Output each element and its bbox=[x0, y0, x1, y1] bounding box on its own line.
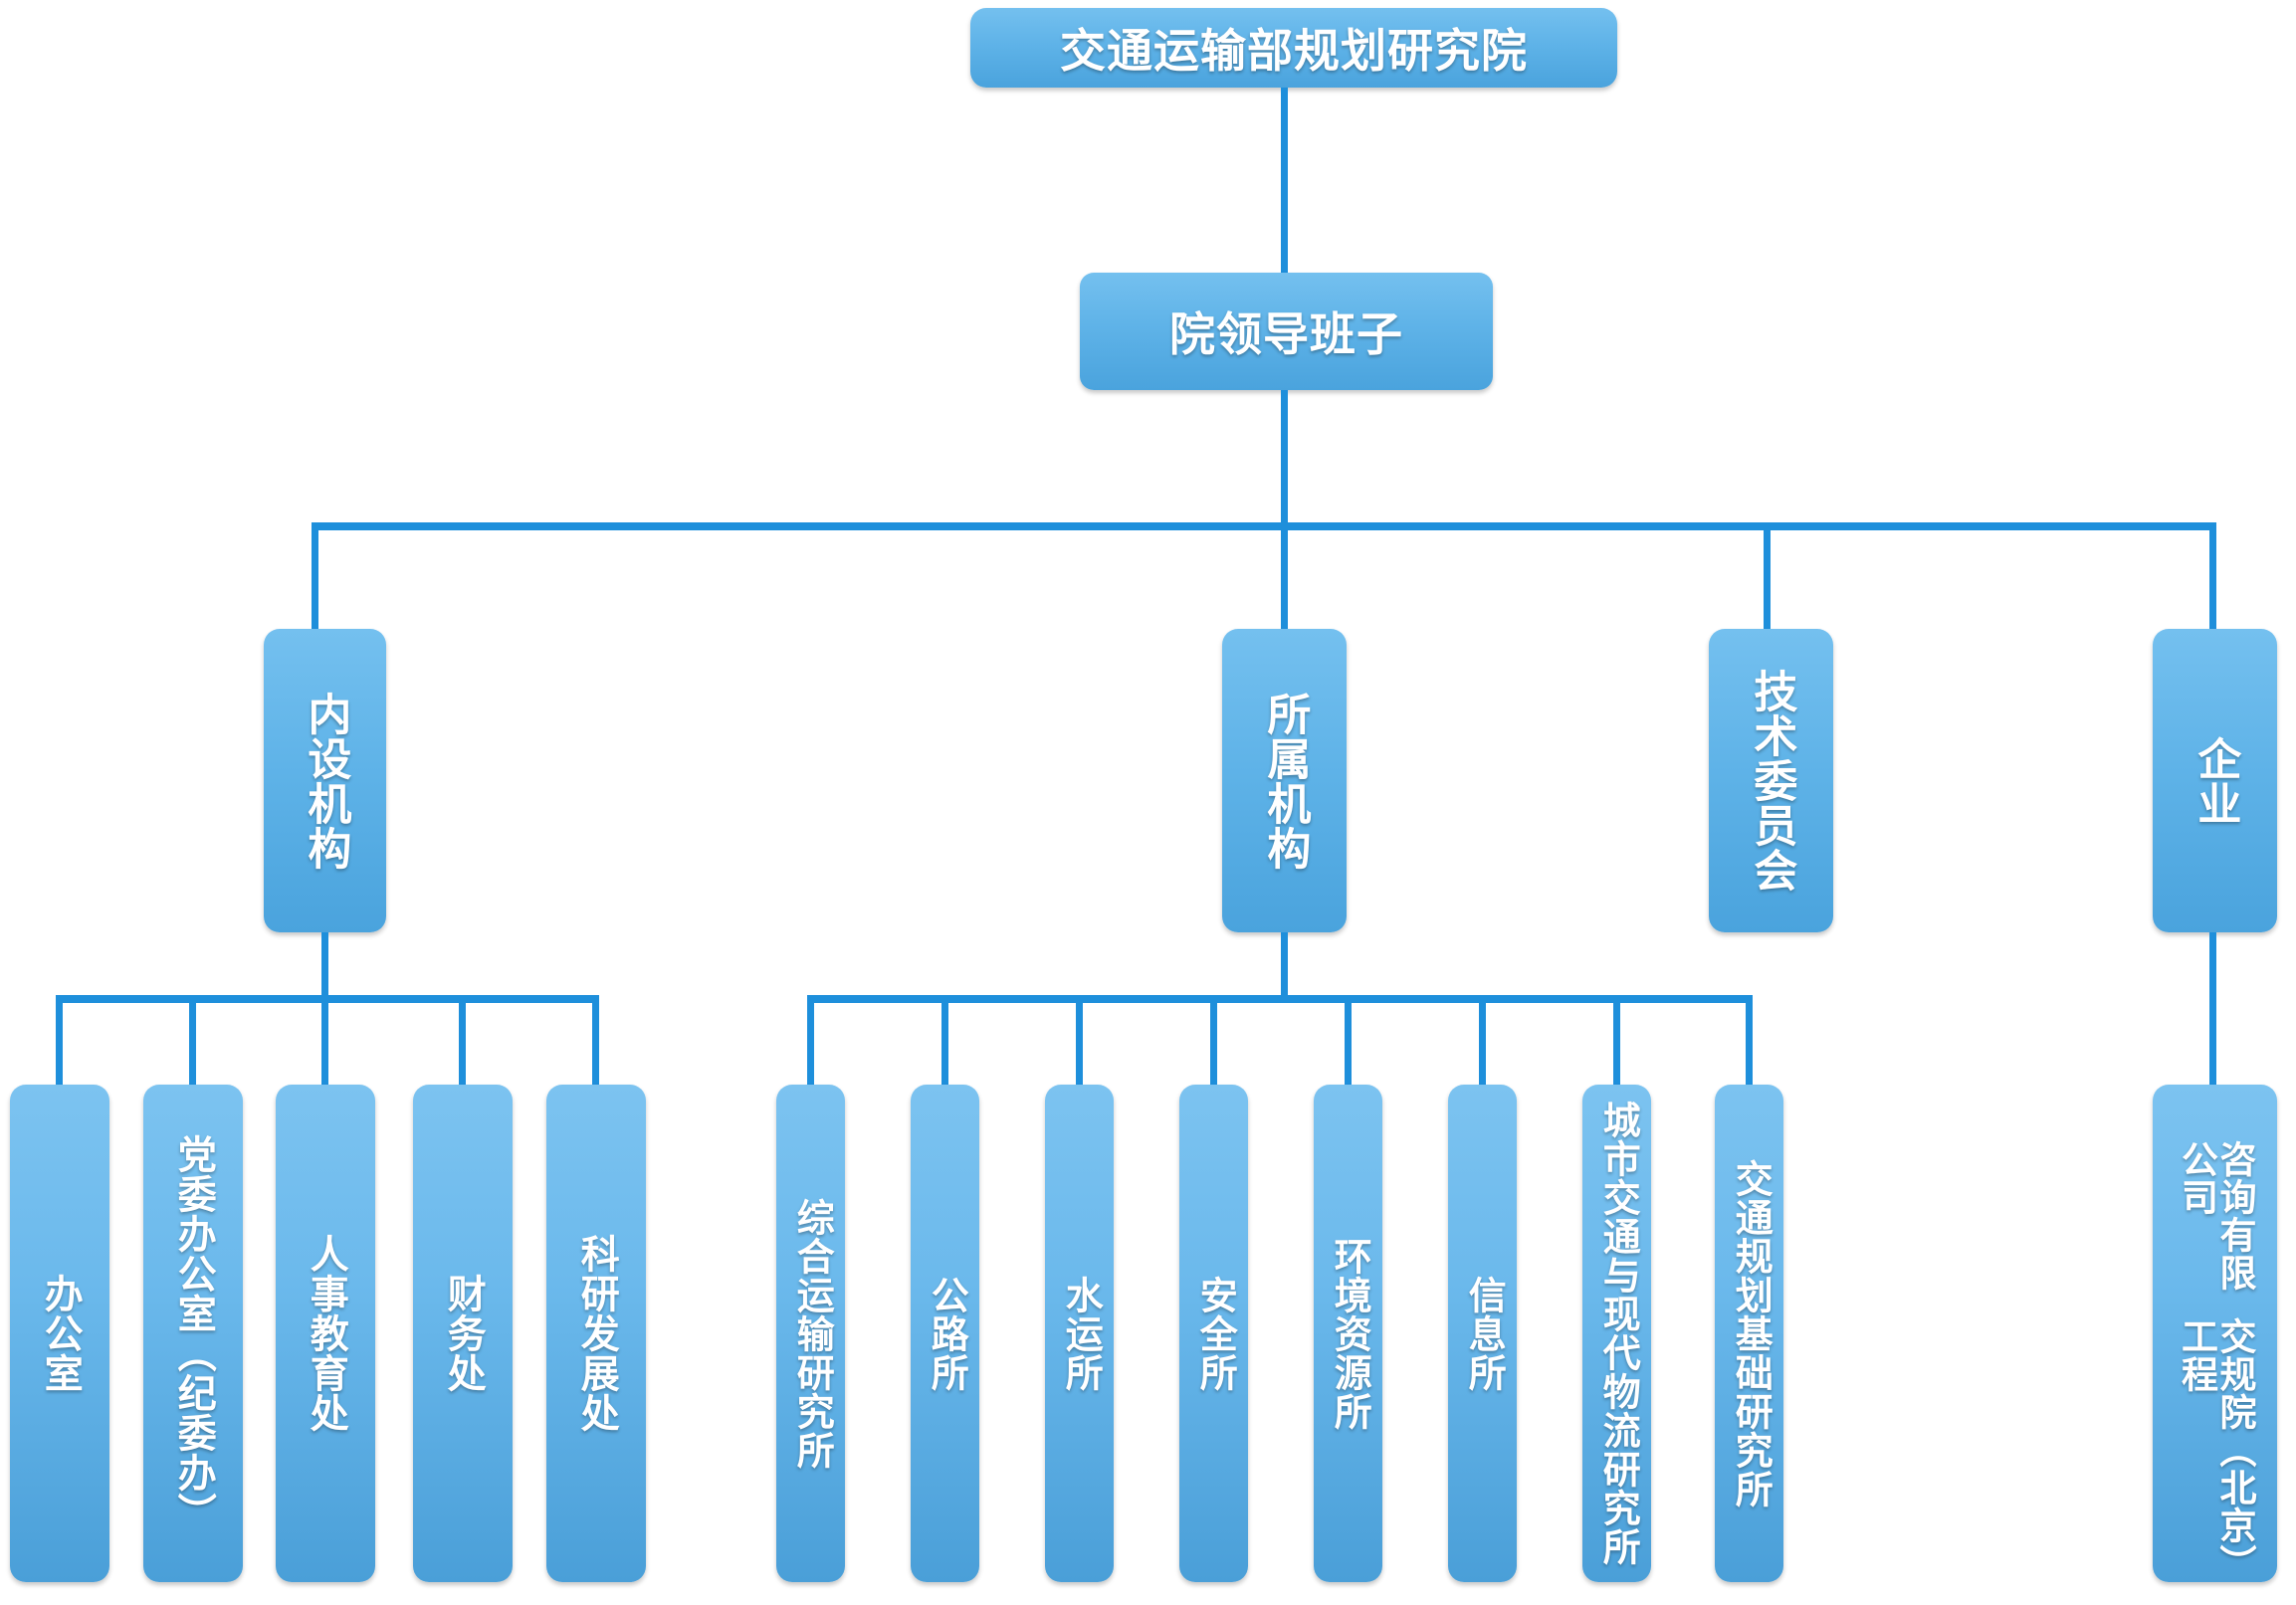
connector-affiliated-drop-2 bbox=[1076, 995, 1083, 1085]
org-node-leadership[interactable]: 院领导班子 bbox=[1080, 273, 1493, 390]
org-node-unit-internal-3[interactable]: 财务处 bbox=[413, 1085, 513, 1582]
org-node-unit-internal-0[interactable]: 办公室 bbox=[10, 1085, 109, 1582]
connector-internal-drop-0 bbox=[56, 995, 63, 1085]
org-node-category-committee-label: 技术委员会 bbox=[1747, 669, 1796, 893]
connector-internal-stem bbox=[321, 932, 328, 997]
org-node-unit-affiliated-7[interactable]: 交通规划基础研究所 bbox=[1715, 1085, 1783, 1582]
org-node-unit-affiliated-2[interactable]: 水运所 bbox=[1045, 1085, 1114, 1582]
connector-affiliated-drop-6 bbox=[1613, 995, 1620, 1085]
org-node-unit-affiliated-1[interactable]: 公路所 bbox=[911, 1085, 979, 1582]
connector-level3-bus bbox=[312, 522, 2216, 530]
connector-affiliated-drop-1 bbox=[941, 995, 948, 1085]
org-node-unit-internal-3-label: 财务处 bbox=[442, 1274, 486, 1393]
org-node-unit-affiliated-5[interactable]: 信息所 bbox=[1448, 1085, 1517, 1582]
org-node-unit-affiliated-4-label: 环境资源所 bbox=[1328, 1236, 1370, 1431]
org-node-category-affiliated-label: 所属机构 bbox=[1260, 691, 1310, 871]
org-node-unit-internal-4[interactable]: 科研发展处 bbox=[546, 1085, 646, 1582]
connector-affiliated-drop-3 bbox=[1210, 995, 1217, 1085]
connector-enterprise-stem bbox=[2209, 932, 2216, 1085]
connector-leadership-stem bbox=[1281, 390, 1288, 526]
org-node-leadership-label: 院领导班子 bbox=[1169, 308, 1403, 360]
org-node-unit-affiliated-0-label: 综合运输研究所 bbox=[790, 1197, 833, 1470]
org-node-unit-affiliated-1-label: 公路所 bbox=[925, 1275, 967, 1392]
org-node-unit-affiliated-3-label: 安全所 bbox=[1193, 1275, 1236, 1392]
org-node-unit-affiliated-6[interactable]: 城市交通与现代物流研究所 bbox=[1582, 1085, 1651, 1582]
org-node-unit-affiliated-3[interactable]: 安全所 bbox=[1179, 1085, 1248, 1582]
org-node-category-committee[interactable]: 技术委员会 bbox=[1709, 629, 1833, 932]
org-node-category-enterprise[interactable]: 企业 bbox=[2153, 629, 2277, 932]
connector-affiliated-drop-4 bbox=[1345, 995, 1352, 1085]
connector-affiliated-drop-7 bbox=[1746, 995, 1753, 1085]
connector-affiliated-drop-5 bbox=[1479, 995, 1486, 1085]
org-node-unit-internal-1-label: 党委办公室（纪委办） bbox=[172, 1134, 216, 1532]
org-node-unit-affiliated-5-label: 信息所 bbox=[1462, 1275, 1505, 1392]
org-node-unit-enterprise-0-label-right: 咨询有限公司 bbox=[2176, 1140, 2255, 1292]
org-node-category-internal[interactable]: 内设机构 bbox=[264, 629, 386, 932]
org-node-category-affiliated[interactable]: 所属机构 bbox=[1222, 629, 1347, 932]
org-node-unit-internal-1[interactable]: 党委办公室（纪委办） bbox=[143, 1085, 243, 1582]
org-node-unit-enterprise-0[interactable]: 咨询有限公司 交规院（北京）工程 bbox=[2153, 1085, 2277, 1582]
org-node-unit-internal-2[interactable]: 人事教育处 bbox=[276, 1085, 375, 1582]
org-node-unit-affiliated-7-label: 交通规划基础研究所 bbox=[1729, 1158, 1772, 1508]
org-node-unit-affiliated-2-label: 水运所 bbox=[1059, 1275, 1102, 1392]
org-node-unit-internal-2-label: 人事教育处 bbox=[305, 1234, 348, 1433]
org-node-root-label: 交通运输部规划研究院 bbox=[1060, 25, 1528, 77]
org-node-unit-internal-4-label: 科研发展处 bbox=[575, 1234, 619, 1433]
connector-drop-enterprise bbox=[2209, 522, 2216, 632]
connector-affiliated-drop-0 bbox=[807, 995, 814, 1085]
org-node-unit-affiliated-4[interactable]: 环境资源所 bbox=[1314, 1085, 1382, 1582]
org-node-category-internal-label: 内设机构 bbox=[301, 691, 350, 871]
connector-internal-drop-2 bbox=[321, 995, 328, 1085]
connector-root-to-leadership bbox=[1281, 88, 1288, 273]
connector-affiliated-stem bbox=[1281, 932, 1288, 997]
connector-drop-internal bbox=[312, 522, 318, 632]
org-node-root[interactable]: 交通运输部规划研究院 bbox=[970, 8, 1617, 88]
org-node-unit-affiliated-0[interactable]: 综合运输研究所 bbox=[776, 1085, 845, 1582]
connector-internal-drop-4 bbox=[592, 995, 599, 1085]
connector-internal-drop-1 bbox=[189, 995, 196, 1085]
org-node-unit-affiliated-6-label: 城市交通与现代物流研究所 bbox=[1596, 1101, 1639, 1566]
org-node-unit-internal-0-label: 办公室 bbox=[39, 1274, 83, 1393]
org-node-unit-enterprise-0-label-left: 交规院（北京）工程 bbox=[2176, 1316, 2255, 1582]
connector-internal-drop-3 bbox=[459, 995, 466, 1085]
connector-affiliated-bus bbox=[807, 995, 1753, 1003]
connector-drop-committee bbox=[1764, 522, 1771, 632]
org-node-category-enterprise-label: 企业 bbox=[2191, 735, 2240, 826]
connector-drop-affiliated bbox=[1281, 522, 1288, 632]
